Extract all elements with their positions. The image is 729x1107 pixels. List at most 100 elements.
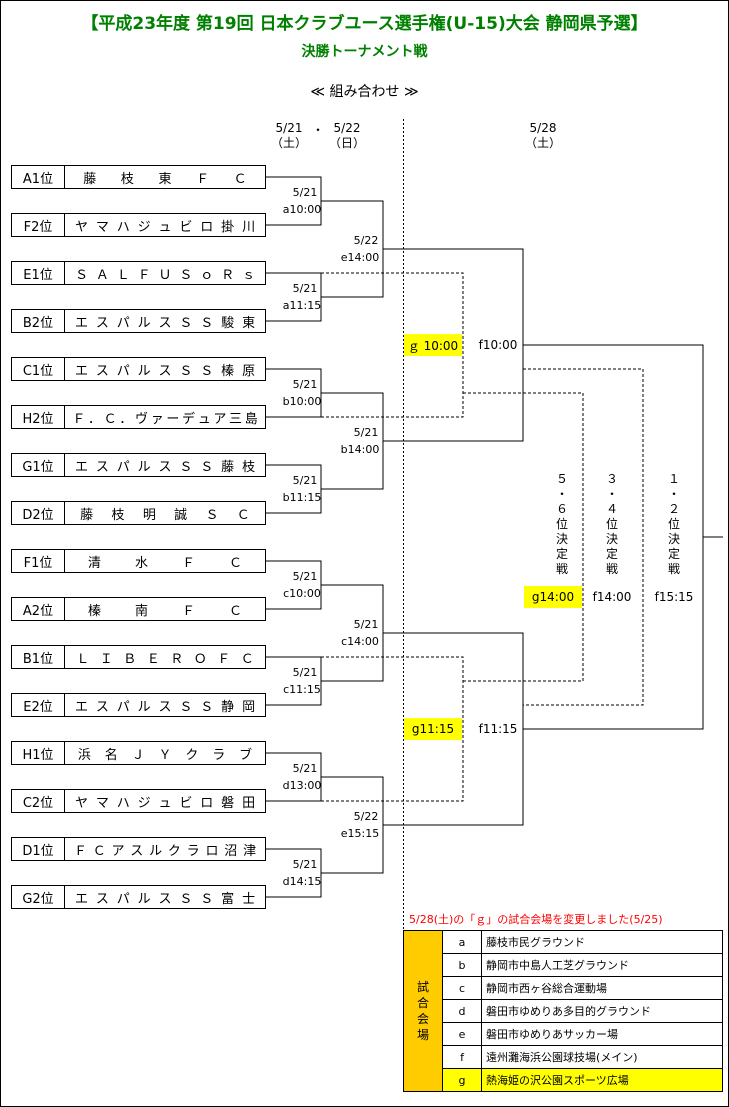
team-name-char: ス: [95, 459, 109, 475]
r2-match-date: 5/21: [353, 618, 379, 631]
venue-name: 磐田市ゆめりあサッカー場: [481, 1022, 723, 1046]
team-name-char: ハ: [116, 219, 130, 235]
team-name-char: ル: [137, 459, 151, 475]
team-name-char: 士: [242, 891, 256, 907]
placement-label-char: ・: [667, 487, 680, 501]
team-name-char: 浜: [77, 747, 91, 763]
placement-label-char: ３: [605, 472, 618, 486]
team-name-char: エ: [74, 315, 88, 331]
placement-label-char: 戦: [605, 562, 618, 576]
team-name-char: ハ: [116, 795, 130, 811]
team-name-char: 静: [221, 699, 235, 715]
team-name-char: 藤: [221, 459, 235, 475]
team-name-char: ス: [158, 891, 172, 907]
date-r2: 5/22: [333, 121, 361, 135]
team-name-char: 三: [229, 411, 243, 427]
team-name-char: 掛: [221, 219, 235, 235]
team-name-char: ジ: [137, 795, 151, 811]
team-rank: H1位: [12, 742, 65, 764]
team-name-char: ス: [95, 363, 109, 379]
team-entry: F2位ヤマハジュビロ掛川: [11, 213, 266, 237]
date-r3: 5/28: [529, 121, 557, 135]
team-name-char: エ: [74, 699, 88, 715]
placement-label-char: １: [667, 472, 680, 486]
team-name-char: Ｉ: [99, 651, 113, 667]
team-name-char: ュ: [158, 219, 172, 235]
team-name-char: 島: [244, 411, 258, 427]
venue-name: 磐田市ゆめりあ多目的グラウンド: [481, 999, 723, 1023]
team-name-char: ァ: [150, 411, 164, 427]
team-name-char: 清: [87, 555, 101, 571]
venue-name: 静岡市西ヶ谷総合運動場: [481, 976, 723, 1000]
venue-code: d: [442, 999, 482, 1023]
r1-match-date: 5/21: [292, 186, 318, 199]
team-name-char: パ: [116, 891, 130, 907]
r2-match-slot: c14:00: [341, 635, 379, 648]
team-name-char: エ: [74, 891, 88, 907]
team-name-char: 誠: [174, 507, 188, 523]
venue-header-char: 場: [416, 1028, 429, 1042]
team-name-char: ジ: [137, 219, 151, 235]
r2-match-slot: b14:00: [340, 443, 380, 456]
team-name-char: 川: [242, 219, 256, 235]
team-name-char: Ｓ: [179, 891, 193, 907]
team-name-char: パ: [116, 699, 130, 715]
team-rank: F2位: [12, 214, 65, 236]
venue-change-note: 5/28(土)の「ｇ」の試合会場を変更しました(5/25): [409, 913, 663, 926]
team-name-char: ル: [137, 891, 151, 907]
r1-match-slot: b11:15: [282, 491, 322, 504]
r1-match-date: 5/21: [292, 666, 318, 679]
placement-label-char: 決: [555, 532, 568, 546]
team-name-char: ュ: [158, 795, 172, 811]
team-name-char: Ｃ: [228, 603, 242, 619]
team-name-char: ヤ: [74, 219, 88, 235]
team-name-char: エ: [74, 459, 88, 475]
team-rank: B2位: [12, 310, 65, 332]
team-name-char: Ｌ: [116, 267, 130, 283]
team-rank: C2位: [12, 790, 65, 812]
team-name-char: 枝: [111, 507, 125, 523]
r2-match-slot: e15:15: [340, 827, 380, 840]
team-name-char: ｏ: [200, 267, 214, 283]
team-name-char: ロ: [205, 843, 219, 859]
r1-match-date: 5/21: [292, 858, 318, 871]
team-name-char: Ｓ: [179, 315, 193, 331]
date-header-r2: 5/22 （日）: [325, 121, 369, 151]
team-name-char: Ｓ: [205, 507, 219, 523]
placement-slot: g14:00: [524, 586, 582, 608]
team-name-char: Ｊ: [131, 747, 145, 763]
team-name-char: ．: [119, 411, 133, 427]
team-name-char: Ｒ: [221, 267, 235, 283]
team-rank: E2位: [12, 694, 65, 716]
team-name-char: Ｆ: [73, 843, 87, 859]
r2-match-date: 5/22: [353, 234, 379, 247]
team-name-char: ス: [95, 891, 109, 907]
team-name-char: Ｅ: [146, 651, 160, 667]
team-name-char: Ｓ: [179, 699, 193, 715]
team-name: ヤマハジュビロ掛川: [65, 214, 265, 236]
team-name-char: パ: [116, 459, 130, 475]
venue-header: 試合会場: [403, 930, 443, 1092]
team-name-char: ル: [137, 315, 151, 331]
team-name-char: ス: [158, 363, 172, 379]
team-name-char: Ｓ: [200, 315, 214, 331]
team-name: ヤマハジュビロ磐田: [65, 790, 265, 812]
team-name-char: 富: [221, 891, 235, 907]
date-separator: ・: [311, 123, 324, 137]
